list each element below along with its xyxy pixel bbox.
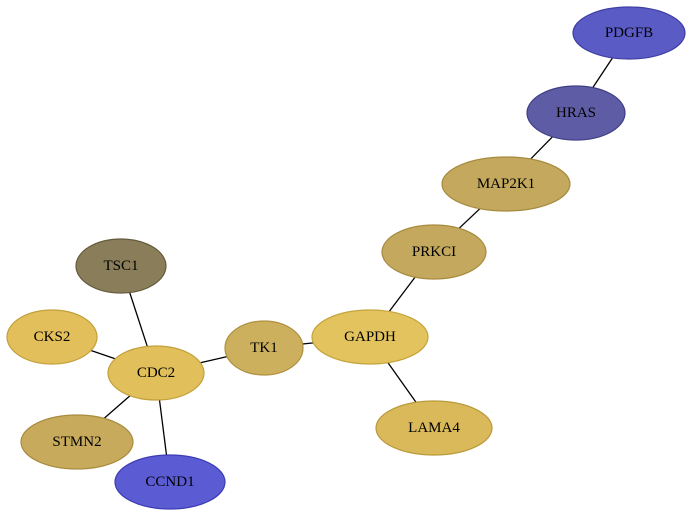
node-tk1[interactable]: TK1 <box>224 320 304 376</box>
node-ellipse[interactable] <box>311 309 429 365</box>
node-map2k1[interactable]: MAP2K1 <box>441 156 571 212</box>
node-prkci[interactable]: PRKCI <box>381 224 487 280</box>
node-cdc2[interactable]: CDC2 <box>107 345 205 401</box>
node-ellipse[interactable] <box>381 224 487 280</box>
node-cks2[interactable]: CKS2 <box>6 309 98 365</box>
edge-hras-map2k1 <box>530 136 554 160</box>
node-ellipse[interactable] <box>20 414 134 470</box>
node-label: TK1 <box>250 340 278 356</box>
edge-prkci-gapdh <box>388 276 416 312</box>
node-stmn2[interactable]: STMN2 <box>20 414 134 470</box>
node-ellipse[interactable] <box>526 85 626 141</box>
node-label: LAMA4 <box>408 420 460 436</box>
edge-map2k1-prkci <box>458 208 481 229</box>
node-gapdh[interactable]: GAPDH <box>311 309 429 365</box>
edge-gapdh-tk1 <box>302 342 314 345</box>
node-label: TSC1 <box>103 258 138 274</box>
edge-cdc2-ccnd1 <box>158 399 168 456</box>
edge-cks2-cdc2 <box>90 349 116 360</box>
node-ellipse[interactable] <box>114 454 226 510</box>
node-label: PRKCI <box>412 244 456 260</box>
edge-pdgfb-hras <box>592 57 614 88</box>
node-label: STMN2 <box>52 434 101 450</box>
node-tsc1[interactable]: TSC1 <box>75 238 167 294</box>
node-label: CCND1 <box>145 474 194 490</box>
node-ellipse[interactable] <box>107 345 205 401</box>
node-lama4[interactable]: LAMA4 <box>375 400 493 456</box>
node-ccnd1[interactable]: CCND1 <box>114 454 226 510</box>
node-hras[interactable]: HRAS <box>526 85 626 141</box>
node-label: PDGFB <box>605 25 653 41</box>
edge-tsc1-cdc2 <box>129 292 148 347</box>
node-ellipse[interactable] <box>572 6 686 60</box>
edge-tk1-cdc2 <box>200 355 228 364</box>
node-label: HRAS <box>556 105 596 121</box>
node-ellipse[interactable] <box>75 238 167 294</box>
edges-layer <box>90 57 614 456</box>
edge-gapdh-lama4 <box>387 362 417 403</box>
node-pdgfb[interactable]: PDGFB <box>572 6 686 60</box>
node-label: CKS2 <box>34 329 71 345</box>
node-ellipse[interactable] <box>6 309 98 365</box>
node-ellipse[interactable] <box>375 400 493 456</box>
node-label: MAP2K1 <box>477 176 535 192</box>
node-label: GAPDH <box>344 329 396 345</box>
edge-cdc2-stmn2 <box>103 395 131 419</box>
node-label: CDC2 <box>137 365 175 381</box>
node-ellipse[interactable] <box>224 320 304 376</box>
node-ellipse[interactable] <box>441 156 571 212</box>
